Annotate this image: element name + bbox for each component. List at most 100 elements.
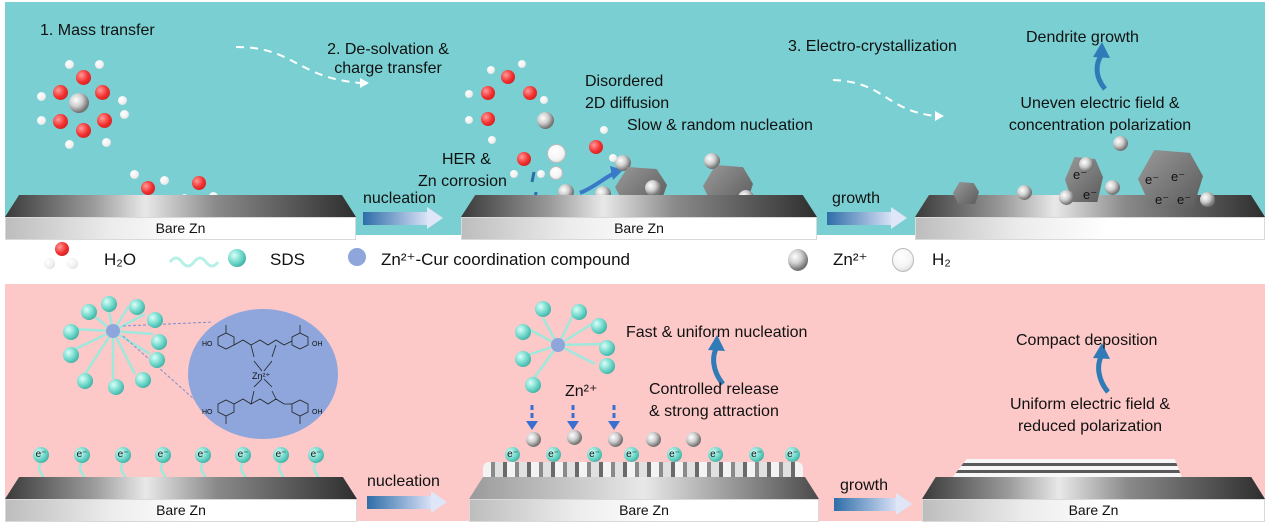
- oxygen-atom-icon: [76, 123, 91, 138]
- sds-electron-head: e⁻: [115, 447, 131, 463]
- oxygen-atom-icon: [76, 70, 91, 85]
- plate-label: Bare Zn: [5, 499, 357, 522]
- sds-electron-head: e⁻: [195, 447, 211, 463]
- sds-head-icon: [101, 296, 117, 312]
- sds-electron-head: e⁻: [74, 447, 90, 463]
- zn-ion-label: Zn²⁺: [565, 383, 598, 400]
- sds-head-icon: [151, 334, 167, 350]
- dendrite-arrow-head: [1093, 42, 1110, 58]
- sds-molecule-icon: [168, 256, 220, 268]
- dendrite-crystal: [1138, 150, 1203, 208]
- h2-bubble-icon: [549, 166, 563, 180]
- nucleation-label: nucleation: [367, 473, 440, 490]
- compact-label: Compact deposition: [1016, 332, 1158, 349]
- hydrogen-atom-icon: [65, 140, 74, 149]
- plate-label: Bare Zn: [5, 217, 356, 240]
- sds-head-icon: [599, 340, 615, 356]
- zn-cur-compound-icon: [106, 324, 120, 338]
- growth-arrow: [834, 493, 912, 515]
- hydrogen-atom-icon: [65, 60, 74, 69]
- zn-ion-icon: [788, 249, 808, 271]
- oh-label: HO: [202, 409, 213, 416]
- hydrogen-atom-icon: [518, 60, 526, 68]
- plate-surface: [469, 477, 819, 499]
- zn-ion-icon: [1113, 136, 1128, 151]
- her-line1: HER &: [442, 151, 491, 168]
- hydrogen-atom-icon: [465, 116, 473, 124]
- release-arrow-head: [567, 421, 579, 430]
- hydrogen-atom-icon: [102, 138, 111, 147]
- oxygen-atom-icon: [501, 70, 515, 84]
- sds-head-icon: [515, 351, 531, 367]
- electron-label: e⁻: [1171, 169, 1186, 184]
- compact-arrow-head: [1093, 343, 1110, 359]
- electron-label: e⁻: [1145, 172, 1160, 187]
- nucleation-arrow: [363, 207, 443, 229]
- sds-head-icon: [108, 379, 124, 395]
- zn-ion-icon: [1017, 185, 1032, 200]
- electron-label: e⁻: [1083, 187, 1098, 202]
- hydrogen-atom-icon: [120, 110, 129, 119]
- sds-electron-head: e⁻: [505, 447, 520, 462]
- plate-label: Bare Zn: [469, 499, 819, 522]
- oxygen-atom-icon: [517, 152, 531, 166]
- legend-label-zn-cur: Zn²⁺-Cur coordination compound: [381, 250, 630, 269]
- plate-surface: [922, 477, 1265, 499]
- zn-ion-icon: [704, 153, 720, 169]
- release-arrow-head: [526, 421, 538, 430]
- dashed-arrow-2: [832, 79, 936, 117]
- zn-ion-icon: [686, 432, 701, 447]
- sds-electron-head: e⁻: [708, 447, 723, 462]
- zn-ion-icon: [1079, 157, 1094, 172]
- oxygen-atom-icon: [481, 86, 495, 100]
- controlled-line1: Controlled release: [649, 381, 779, 398]
- growth-label: growth: [840, 477, 889, 494]
- zn-ion-icon: [537, 112, 554, 129]
- hydrogen-atom-icon: [37, 116, 46, 125]
- sds-micelle-middle: [524, 310, 604, 382]
- step-2-label: 2. De-solvation & charge transfer: [323, 40, 453, 78]
- compact-arrow: [1096, 353, 1110, 394]
- sds-head-icon: [525, 377, 541, 393]
- oxygen-atom-icon: [97, 113, 112, 128]
- top-panel-bare-zn: 1. Mass transfer 2. De-solvation & charg…: [5, 2, 1265, 240]
- oxygen-atom-icon: [589, 140, 603, 154]
- her-line2: Zn corrosion: [418, 173, 507, 190]
- hydrogen-atom-icon: [487, 66, 495, 74]
- oh-label: OH: [312, 409, 323, 416]
- step-2-line2: charge transfer: [334, 60, 442, 77]
- legend-label-h2: H₂: [932, 250, 951, 269]
- plate-label: Bare Zn: [922, 499, 1265, 522]
- zn-crystal: [953, 182, 979, 204]
- zn-ion-icon: [615, 155, 631, 171]
- fast-nucleation-arrow-head: [708, 335, 725, 351]
- sds-head-icon: [591, 318, 607, 334]
- growth-label: growth: [832, 190, 881, 207]
- zn-ion-icon: [1200, 192, 1215, 207]
- hydrogen-atom-icon: [130, 170, 139, 179]
- sds-electron-head: e⁻: [33, 447, 49, 463]
- zn-ion-icon: [1059, 190, 1074, 205]
- release-arrow-head: [608, 421, 620, 430]
- uniform-line1: Uniform electric field &: [1009, 396, 1171, 413]
- plate-front: [915, 217, 1265, 240]
- hydrogen-atom-icon: [465, 90, 473, 98]
- sds-electron-head: e⁻: [624, 447, 639, 462]
- hydrogen-atom-icon: [160, 176, 169, 185]
- bare-zn-plate-4: Bare Zn: [469, 477, 819, 522]
- plate-surface: [5, 195, 356, 217]
- electron-label: e⁻: [1155, 192, 1170, 207]
- zn-ion-icon: [1105, 180, 1120, 195]
- uneven-line2: concentration polarization: [1008, 117, 1192, 134]
- hydrogen-atom-icon: [600, 126, 608, 134]
- sds-electron-head: e⁻: [749, 447, 764, 462]
- oxygen-atom-icon: [481, 112, 495, 126]
- sds-electron-head: e⁻: [546, 447, 561, 462]
- zn-center-label: Zn²⁺: [252, 371, 271, 381]
- sds-head-icon: [599, 358, 615, 374]
- zn-ion-icon: [526, 432, 541, 447]
- legend-label-h2o: H₂O: [104, 250, 137, 269]
- electron-label: e⁻: [1177, 192, 1192, 207]
- water-molecule-icon: [192, 176, 206, 190]
- hydrogen-atom-icon: [537, 170, 545, 178]
